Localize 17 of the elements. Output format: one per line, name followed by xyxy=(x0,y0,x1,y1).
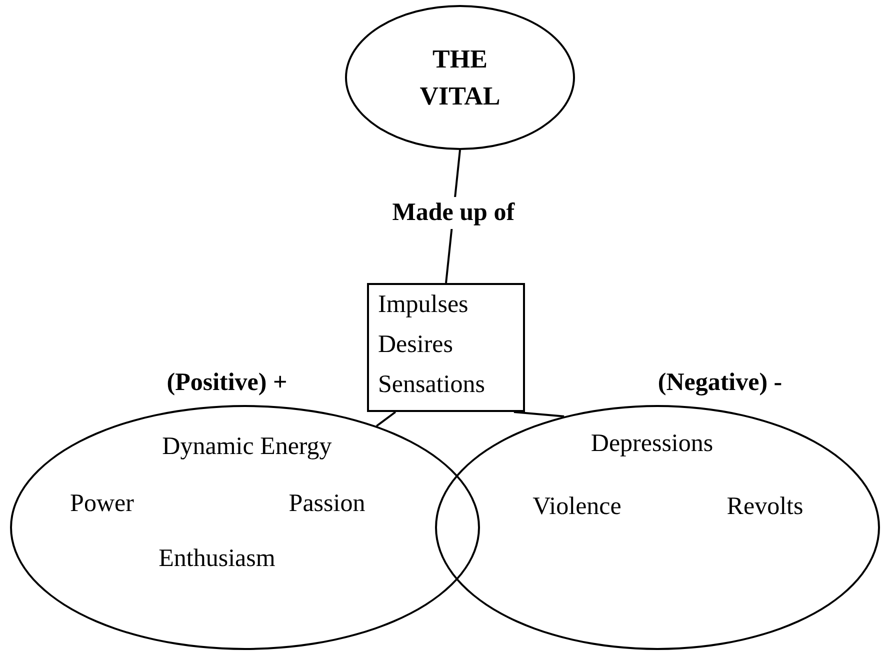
node-text: Dynamic Energy xyxy=(162,433,332,461)
connector-line xyxy=(514,411,564,418)
node-heading: (Positive) + xyxy=(166,369,288,397)
node-text: Impulses xyxy=(378,291,468,319)
connector-line xyxy=(376,411,396,427)
node-text: Enthusiasm xyxy=(158,545,276,573)
node-text: Sensations xyxy=(378,371,485,399)
node-text: Violence xyxy=(532,493,622,521)
node-text: Passion xyxy=(288,490,366,518)
node-text: Depressions xyxy=(590,430,714,458)
node-text: Revolts xyxy=(726,493,804,521)
node-title: THE VITAL xyxy=(418,42,502,112)
ellipse-node xyxy=(345,5,575,150)
node-text: Desires xyxy=(378,331,453,359)
process-box xyxy=(367,283,525,412)
node-text: Power xyxy=(70,490,134,518)
node-heading: (Negative) - xyxy=(658,369,782,397)
